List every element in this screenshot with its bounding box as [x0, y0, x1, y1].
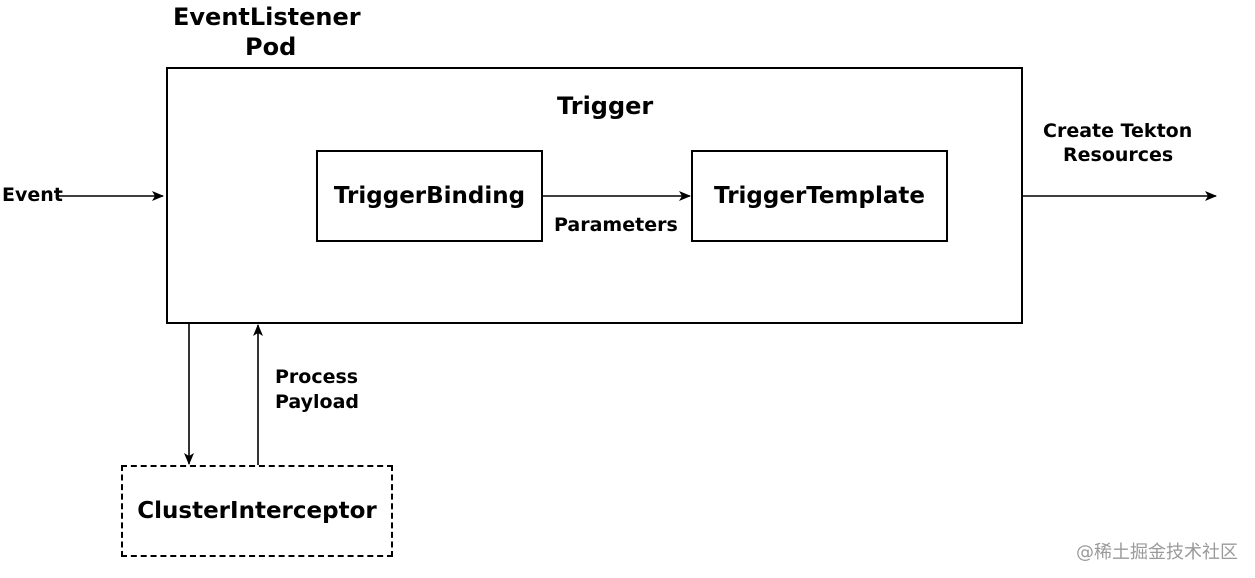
output-label-line1: Create Tekton	[1043, 120, 1193, 142]
triggerbinding-label: TriggerBinding	[333, 183, 526, 209]
process-payload-line1: Process	[275, 366, 359, 388]
output-label-line2: Resources	[1063, 144, 1174, 166]
parameters-label: Parameters	[554, 214, 678, 236]
pod-title-line2: Pod	[245, 33, 297, 61]
event-label: Event	[2, 184, 63, 206]
trigger-title: Trigger	[557, 92, 654, 120]
pod-title-line1: EventListener	[173, 3, 361, 31]
triggertemplate-box: TriggerTemplate	[691, 150, 948, 242]
clusterinterceptor-box: ClusterInterceptor	[121, 465, 393, 557]
triggertemplate-label: TriggerTemplate	[714, 183, 925, 209]
watermark-text: @稀土掘金技术社区	[1076, 542, 1238, 563]
process-payload-line2: Payload	[275, 391, 360, 413]
clusterinterceptor-label: ClusterInterceptor	[137, 498, 377, 524]
triggerbinding-box: TriggerBinding	[316, 150, 543, 242]
